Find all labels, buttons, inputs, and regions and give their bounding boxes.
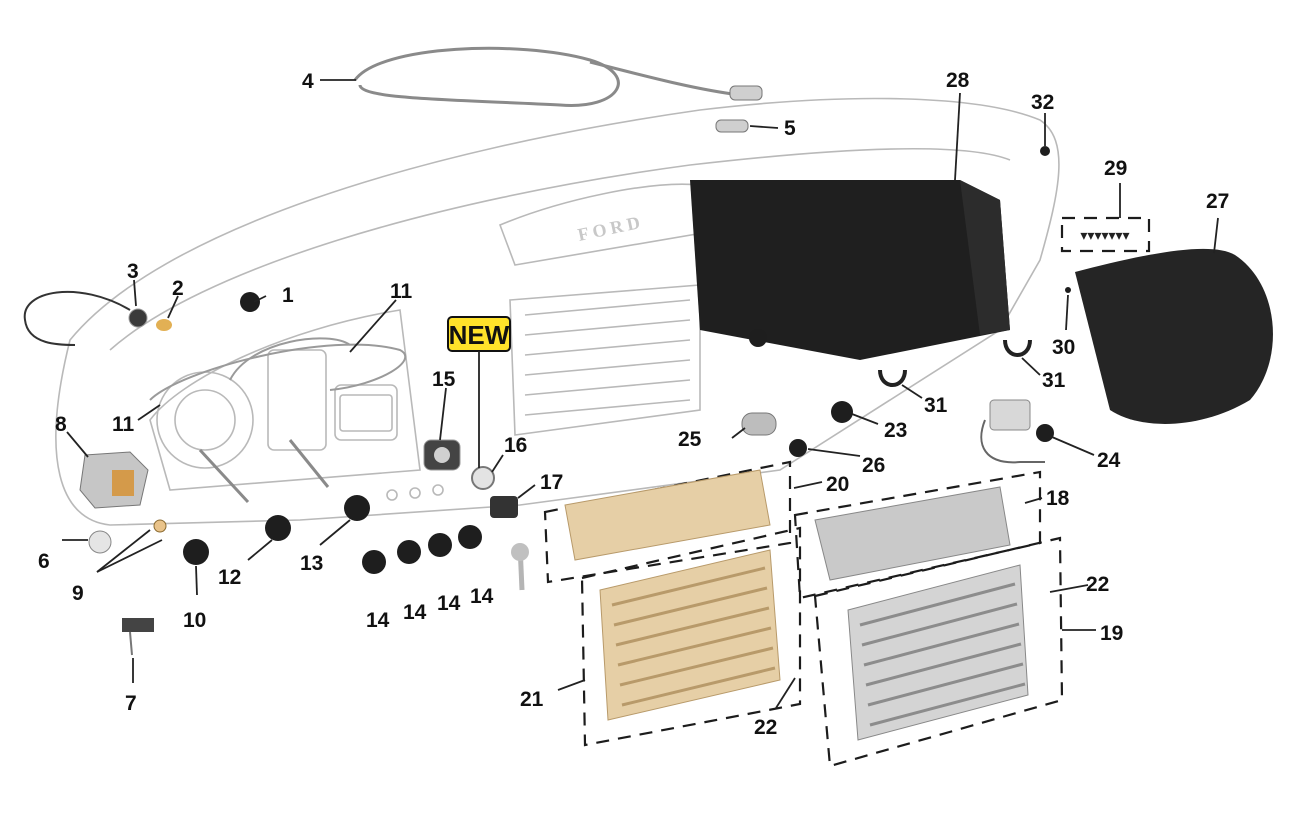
ignition-switch-15-part: [423, 439, 461, 471]
callout-22-bottom: 22: [754, 716, 777, 739]
callout-6: 6: [38, 550, 50, 573]
new-badge-text: NEW: [449, 320, 510, 350]
callout-14-a: 14: [366, 609, 390, 632]
callout-14-c: 14: [437, 592, 461, 615]
chrome-ford-emblem-18-part: [814, 486, 1011, 581]
bumper-upper-part: [749, 329, 767, 347]
callout-22-right: 22: [1086, 573, 1109, 596]
callout-17: 17: [540, 471, 563, 494]
callout-14-b: 14: [403, 601, 427, 624]
callout-19: 19: [1100, 622, 1123, 645]
knob-14b-part: [397, 540, 421, 564]
bezel-16-part: [471, 466, 495, 490]
tan-ford-emblem-20-part: [564, 469, 771, 561]
callout-30: 30: [1052, 336, 1075, 359]
dash-ford-emblem: FORD: [576, 211, 646, 244]
knob-12-part: [265, 515, 291, 541]
connector-7-part: [122, 618, 154, 656]
callout-20: 20: [826, 473, 849, 496]
callout-16: 16: [504, 434, 527, 457]
new-badge: NEW: [447, 316, 511, 468]
callout-13: 13: [300, 552, 323, 575]
knob-10-part: [183, 539, 209, 565]
glove-box-door-27-part: [1075, 248, 1273, 424]
callout-9: 9: [72, 582, 84, 605]
chrome-grille-19-part: [847, 564, 1029, 741]
callout-31-left: 31: [924, 394, 948, 417]
switch-8-part: [79, 451, 149, 509]
callout-27: 27: [1206, 190, 1229, 213]
lock-17-part: [490, 496, 529, 591]
svg-text:▾▾▾▾▾▾▾: ▾▾▾▾▾▾▾: [1080, 227, 1129, 243]
callout-14-d: 14: [470, 585, 494, 608]
cable-handle-part: [715, 119, 749, 133]
callout-18: 18: [1046, 487, 1070, 510]
bulb-part: [156, 319, 172, 331]
callout-32: 32: [1031, 91, 1054, 114]
clip-31a-part: [878, 369, 907, 387]
callout-21: 21: [520, 688, 544, 711]
callout-11-left: 11: [112, 413, 135, 436]
callout-3: 3: [127, 260, 139, 283]
callout-2: 2: [172, 277, 184, 300]
clip-31b-part: [1003, 339, 1032, 357]
knob-14a-part: [362, 550, 386, 574]
group-19-outline: [813, 536, 1064, 768]
callout-31-right: 31: [1042, 369, 1066, 392]
callout-15: 15: [432, 368, 456, 391]
lock-24-part: [980, 399, 1054, 464]
lamp-socket-6-part: [88, 530, 112, 554]
knob-13-part: [344, 495, 370, 521]
choke-cable: [23, 290, 148, 346]
bumper-32-part: [1040, 146, 1050, 156]
callout-23: 23: [884, 419, 907, 442]
callout-numbers: 1 2 3 4 5 6 7 8 9 10 11 11 12 13 14 14 1…: [38, 69, 1229, 739]
callout-5: 5: [784, 117, 796, 140]
callout-11-top: 11: [390, 280, 413, 303]
screw-30-part: [1065, 287, 1071, 293]
screws-29-part: ▾▾▾▾▾▾▾: [1060, 216, 1151, 253]
washer-9-part: [153, 519, 167, 533]
group-21-outline: [580, 526, 802, 747]
knob-14d-part: [458, 525, 482, 549]
callout-28: 28: [946, 69, 970, 92]
bumper-26-part: [789, 439, 807, 457]
callout-26: 26: [862, 454, 885, 477]
control-cables: [149, 337, 407, 504]
knob-14c-part: [428, 533, 452, 557]
callout-7: 7: [125, 692, 137, 715]
leader-lines: [62, 79, 1219, 709]
callout-4: 4: [302, 70, 314, 93]
group-20-outline: [543, 460, 792, 584]
callout-25: 25: [678, 428, 702, 451]
bumper-23-part: [831, 401, 853, 423]
lock-cylinder-25-part: [741, 412, 777, 436]
tan-grille-21-part: [599, 549, 781, 721]
glove-box-28-part: [690, 180, 1010, 360]
callout-8: 8: [55, 413, 67, 436]
callout-1: 1: [282, 284, 294, 307]
knob-1-part: [240, 292, 260, 312]
callout-24: 24: [1097, 449, 1121, 472]
callout-10: 10: [183, 609, 206, 632]
callout-12: 12: [218, 566, 241, 589]
throttle-cable: [353, 46, 763, 107]
callout-29: 29: [1104, 157, 1127, 180]
